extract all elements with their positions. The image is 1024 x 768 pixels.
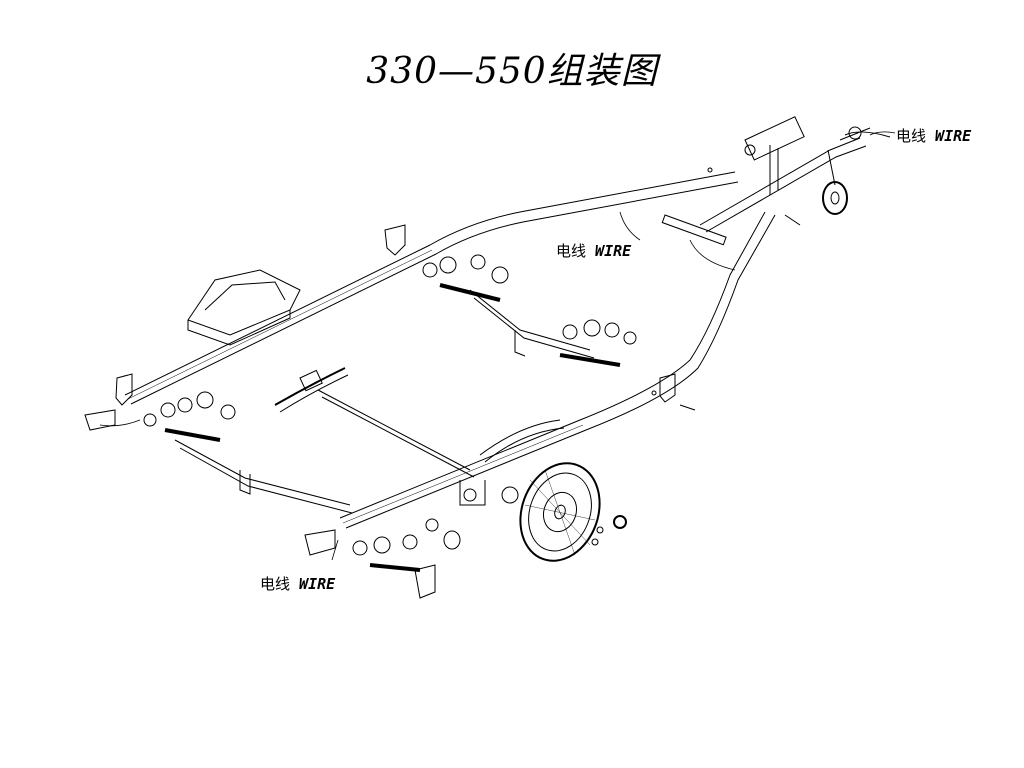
left-roller-beam [175, 440, 352, 513]
right-frame-rail [340, 212, 775, 528]
tongue-drawbar [662, 138, 866, 270]
trailer-wheel [507, 452, 613, 572]
center-roller-beam [470, 290, 594, 358]
roller-cluster-bottom [353, 519, 460, 570]
diagram-title: 330—550组装图 [366, 51, 658, 92]
leaf-spring [275, 368, 564, 462]
wire-label-bottom: 电线 WIRE [260, 575, 336, 593]
mudguard [188, 270, 300, 345]
roller-cluster-mid [560, 320, 636, 365]
cross-axle [318, 390, 474, 477]
left-frame-rail [125, 172, 738, 404]
jockey-wheel [745, 117, 890, 214]
roller-cluster-front [423, 255, 508, 300]
wire-label-middle: 电线 WIRE [556, 242, 632, 260]
brackets [85, 225, 675, 598]
hub-fasteners [460, 168, 800, 545]
wire-leaders [100, 132, 895, 560]
wire-label-top: 电线 WIRE [896, 127, 972, 145]
roller-cluster-left [144, 392, 235, 440]
